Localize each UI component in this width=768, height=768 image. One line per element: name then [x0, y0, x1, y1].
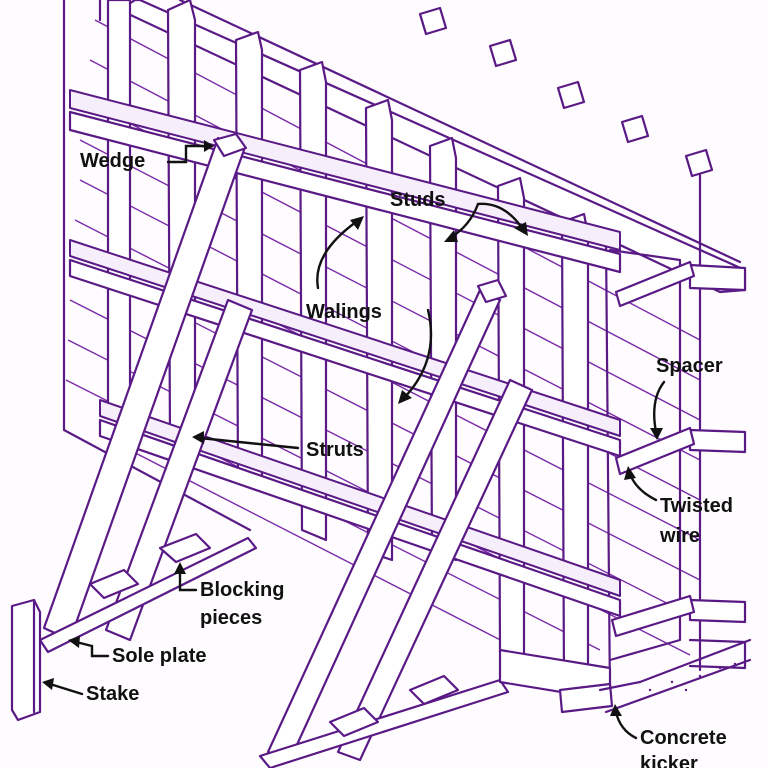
- label-wire: wire: [659, 525, 700, 547]
- walings-group: [68, 89, 622, 618]
- sole-plate-left: [38, 532, 258, 654]
- label-struts: Struts: [306, 439, 364, 461]
- label-wedge-group: Wedge: [80, 140, 214, 172]
- label-sole-plate: Sole plate: [112, 645, 206, 667]
- label-walings-group: Walings: [306, 216, 433, 404]
- label-studs: Studs: [390, 189, 446, 211]
- label-struts-group: Struts: [192, 431, 364, 461]
- label-concrete-kicker-group: Concrete kicker: [610, 704, 727, 768]
- wedge-block-2: [476, 278, 508, 304]
- sole-plate-right: [258, 674, 510, 768]
- label-wedge: Wedge: [80, 150, 145, 172]
- label-twisted: Twisted: [660, 495, 733, 517]
- label-walings: Walings: [306, 301, 382, 323]
- base-block: [558, 682, 614, 714]
- label-blocking: Blocking: [200, 579, 284, 601]
- label-studs-group: Studs: [390, 189, 528, 242]
- label-stake-group: Stake: [42, 678, 139, 705]
- concrete-kicker-edge: [598, 638, 752, 714]
- stud-tops: [418, 6, 714, 178]
- label-concrete: Concrete: [640, 727, 727, 749]
- struts-group: [42, 136, 534, 762]
- back-panel-edge: [62, 0, 252, 532]
- label-stake: Stake: [86, 683, 139, 705]
- label-sole-plate-group: Sole plate: [68, 636, 206, 667]
- label-kicker: kicker: [640, 753, 698, 768]
- label-spacer: Spacer: [656, 355, 723, 377]
- wedge-block: [212, 132, 248, 158]
- label-pieces: pieces: [200, 607, 262, 629]
- concrete-kicker-texture: [648, 662, 737, 692]
- label-blocking-group: Blocking pieces: [174, 562, 284, 629]
- label-twisted-wire-group: Twisted wire: [624, 466, 733, 547]
- label-spacer-group: Spacer: [650, 355, 723, 440]
- stake: [10, 598, 42, 722]
- spacers: [610, 260, 696, 638]
